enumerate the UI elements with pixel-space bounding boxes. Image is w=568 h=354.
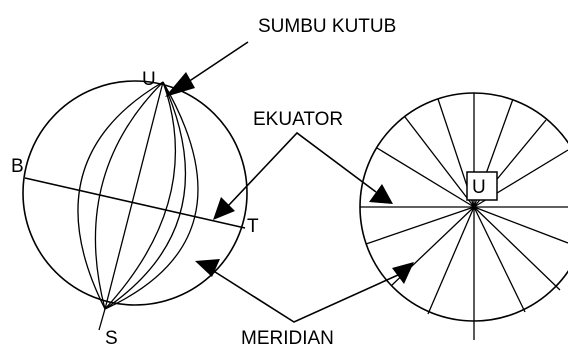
south-pole-label: S bbox=[105, 328, 118, 349]
north-pole-box bbox=[466, 171, 498, 201]
radial-meridian bbox=[376, 147, 475, 208]
north-pole-label: U bbox=[142, 69, 156, 90]
north-pole-top-label: U bbox=[472, 177, 486, 198]
equator-label: EKUATOR bbox=[253, 109, 343, 130]
meridian-axis-line bbox=[104, 81, 164, 310]
meridian-curve-2 bbox=[94, 81, 164, 310]
polar-axis-extension bbox=[98, 308, 106, 331]
radial-meridian bbox=[427, 206, 475, 315]
text-labels: SUMBU KUTUB EKUATOR MERIDIAN U S B T bbox=[11, 16, 396, 349]
meridian-pointer-line bbox=[211, 269, 399, 323]
annotation-pointers bbox=[165, 41, 414, 323]
radial-meridian bbox=[473, 206, 526, 313]
radial-meridian bbox=[365, 206, 475, 245]
east-label: T bbox=[247, 216, 259, 237]
right-globe: U bbox=[359, 92, 568, 340]
meridian-curve-3 bbox=[104, 81, 177, 310]
meridian-label: MERIDIAN bbox=[241, 328, 334, 349]
equator-arrowhead-left bbox=[213, 197, 235, 220]
meridian-curve-5 bbox=[104, 81, 199, 310]
left-globe bbox=[22, 80, 248, 331]
left-equator-line bbox=[24, 177, 246, 229]
meridian-curve-4 bbox=[104, 81, 187, 310]
polar-axis-pointer-line bbox=[181, 41, 249, 87]
meridian-curve-1 bbox=[77, 81, 164, 310]
left-globe-meridians bbox=[77, 81, 199, 310]
meridian-arrowhead-left bbox=[195, 259, 220, 277]
west-label: B bbox=[11, 156, 24, 177]
polar-axis-arrowhead bbox=[165, 72, 195, 97]
polar-axis-label: SUMBU KUTUB bbox=[258, 16, 396, 37]
equator-pointer-line bbox=[227, 131, 377, 207]
radial-meridian bbox=[473, 206, 568, 244]
radial-meridian bbox=[473, 206, 561, 291]
left-globe-outline bbox=[22, 80, 248, 306]
equator-arrowhead-right bbox=[369, 184, 393, 204]
meridian-arrowhead-right bbox=[392, 262, 414, 284]
radial-meridian bbox=[404, 116, 475, 208]
